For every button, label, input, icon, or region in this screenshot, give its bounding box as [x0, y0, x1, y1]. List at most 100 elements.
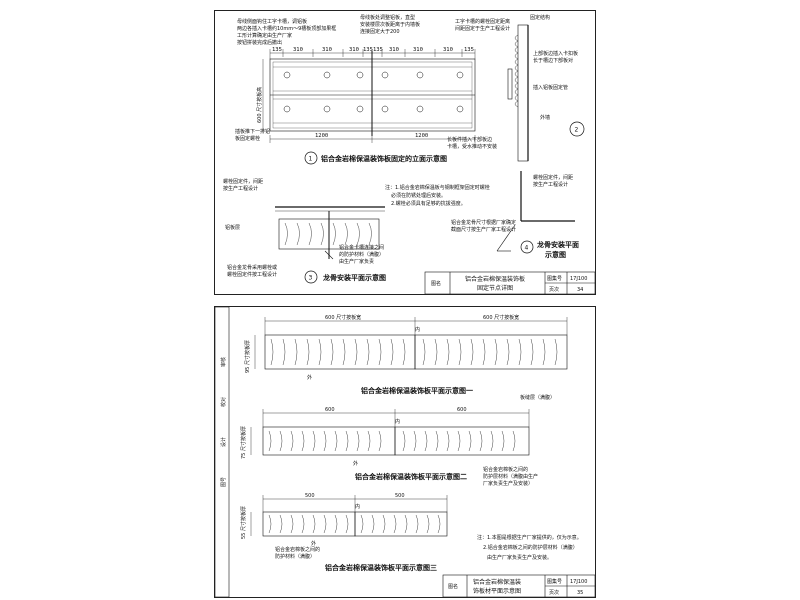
- sheet-35-note-1: 注：1.本图是根据生产厂家提供的，仅为示意。: [477, 534, 582, 541]
- elevation-drawing: [269, 51, 476, 136]
- note-d1: 固定结构: [530, 14, 550, 21]
- note-a4: 按钮拼装完成后撤出: [237, 39, 282, 46]
- annot-3-2: 防护材料（满腹）: [275, 553, 315, 560]
- plan-2-caption: 铝合金岩棉保温装饰板平面示意图二: [355, 472, 467, 481]
- dim-top-9: 310: [443, 47, 453, 53]
- note-j1: 螺栓固定件，间距: [533, 174, 573, 181]
- plan-1-label: 板缝层（满腹）: [520, 394, 555, 401]
- title-block-title2: 固定节点详图: [477, 284, 513, 292]
- dim-top-6: 135: [373, 47, 383, 53]
- side-label-design: 设计: [220, 437, 227, 447]
- note-a2: 两边各插入卡槽约10mm～9槽板顶部加果框: [237, 25, 336, 32]
- note-e1: 插板推下一排铝: [235, 128, 270, 135]
- note-j2: 按生产工程设计: [533, 181, 568, 188]
- note-a1: 母线侧面钩住工字卡槽，调铝板: [237, 18, 307, 25]
- plan-2-thickness: 75 尺寸按板厚: [240, 426, 247, 459]
- annot-2-2: 防护层材料（满腹由生产: [483, 473, 538, 480]
- dim-top-2: 310: [293, 47, 303, 53]
- caption-1-number: 1: [309, 156, 313, 163]
- atlas-number: 17J100: [570, 276, 587, 282]
- page-label: 页次: [549, 286, 559, 293]
- plan-1-inner: 内: [415, 326, 420, 333]
- note-g2: 按生产工程设计: [223, 185, 258, 192]
- panel-plan-1: [254, 317, 568, 370]
- dim-bottom-right: 1200: [415, 133, 428, 139]
- plan-1-outer: 外: [307, 374, 312, 381]
- note-k2: 截面尺寸按生产厂家工程设计: [451, 226, 516, 233]
- note-g3: 铝板层: [225, 224, 240, 231]
- side-label-review: 审核: [220, 357, 227, 367]
- note-h2: 的防护材料（满腹）: [339, 251, 384, 258]
- dim-bottom-left: 1200: [315, 133, 328, 139]
- caption-4b: 示意图: [544, 250, 566, 259]
- sheet-35-note-2: 2.铝合金岩棉板之间的防护层材料（满腹）: [483, 544, 578, 551]
- dim-top-8: 310: [413, 47, 423, 53]
- note-f1: 长板件插入下部板边: [447, 136, 492, 143]
- keel-plan-4-drawing: [496, 171, 575, 252]
- title-block-35-title2: 饰板材平面示意图: [473, 587, 521, 595]
- plan-2-width-2: 600: [457, 407, 467, 413]
- dim-vertical: 600 尺寸按板高: [256, 87, 263, 123]
- page-number-35: 35: [577, 590, 583, 596]
- caption-2-number: 2: [575, 127, 579, 134]
- note-d2: 上部板边插入卡扣板: [533, 50, 578, 57]
- note-c1: 工字卡槽的螺栓固定距离: [455, 18, 510, 25]
- dim-top-4: 310: [349, 47, 359, 53]
- plan-2-inner: 内: [395, 418, 400, 425]
- dim-top-7: 310: [389, 47, 399, 53]
- caption-4-number: 4: [525, 245, 529, 252]
- caption-3: 龙骨安装平面示意图: [322, 273, 386, 282]
- note-b2: 安装楼层次板距离于内墙板: [360, 21, 420, 28]
- elevation-bolts: [283, 71, 464, 113]
- note-f2: 卡槽，受水推动不安装: [447, 143, 497, 150]
- plan-3-width: 500: [305, 493, 315, 499]
- annot-2-3: 厂家负责生产及安装）: [483, 480, 533, 487]
- plan-3-width-2: 500: [395, 493, 405, 499]
- plan-1-thickness: 95 尺寸按板厚: [244, 340, 251, 373]
- note-h1: 铝合金卡槽连接之间: [339, 244, 384, 251]
- plan-3-inner: 内: [355, 503, 360, 510]
- annot-3-1: 铝合金岩棉板之间的: [275, 546, 320, 553]
- dim-top-10: 135: [464, 47, 474, 53]
- drawing-sheet-35: 审核 校对 设计 图号 600 尺寸按板宽 600 尺寸按板宽 内 外 95 尺…: [214, 306, 596, 598]
- note-g1: 螺栓固定件，间距: [223, 178, 263, 185]
- note-i1: 铝合金龙骨采用螺栓或: [227, 264, 277, 271]
- side-label-number: 图号: [221, 477, 227, 487]
- note-b1: 母线板处调整铝板，直型: [360, 14, 415, 21]
- sheet-34-drawing: 135 310 310 310 135 135 310 310 310 135 …: [223, 14, 595, 294]
- plan-3-caption: 铝合金岩棉保温装饰板平面示意图三: [325, 563, 437, 572]
- side-label-check: 校对: [220, 397, 227, 407]
- plan-2-width: 600: [325, 407, 335, 413]
- title-block-35-label: 图名: [448, 583, 458, 590]
- title-block-title1: 铝合金岩棉保温装饰板: [465, 275, 525, 283]
- note-k1: 铝合金龙骨尺寸根据厂家确定: [451, 219, 516, 226]
- caption-4a: 龙骨安装平面: [536, 240, 579, 249]
- note-d3: 长于槽边下部板对: [533, 57, 573, 64]
- notes-block-3: 2.螺栓必须具有足够的抗拔强度。: [391, 200, 466, 207]
- note-d4: 插入铝板固定管: [533, 84, 568, 91]
- atlas-number-label: 图集号: [547, 275, 562, 282]
- note-c2: 间距固定于生产工程设计: [455, 25, 510, 32]
- atlas-number-35: 17J100: [570, 579, 587, 585]
- note-b3: 连接固定大于200: [360, 28, 400, 35]
- sheet-35-note-3: 由生产厂家负责生产及安装。: [487, 554, 552, 561]
- title-block-34: [424, 271, 595, 294]
- dim-top-1: 135: [272, 47, 282, 53]
- sheet-35-drawing: 审核 校对 设计 图号 600 尺寸按板宽 600 尺寸按板宽 内 外 95 尺…: [215, 307, 595, 597]
- title-block-35: [442, 574, 595, 597]
- panel-plan-2: [250, 409, 530, 456]
- note-i2: 螺栓固定件按工程设计: [227, 271, 277, 278]
- notes-block-1: 注：1.铝合金岩棉保温板与钢制框架固定时螺栓: [385, 184, 490, 191]
- keel-plan-drawing: [275, 206, 385, 260]
- caption-3-number: 3: [309, 275, 313, 282]
- note-a3: 工形计算确定由生产厂家: [237, 32, 292, 39]
- page-label-35: 页次: [549, 589, 559, 596]
- title-block-label: 图名: [431, 280, 441, 287]
- atlas-number-35-label: 图集号: [547, 578, 562, 585]
- drawing-sheet-34: 135 310 310 310 135 135 310 310 310 135 …: [214, 10, 596, 295]
- plan-3-thickness: 55 尺寸按板厚: [240, 506, 247, 539]
- notes-block-2: 必须在防锈处理后安装。: [391, 192, 446, 199]
- plan-1-width-2: 600 尺寸按板宽: [483, 314, 519, 321]
- note-h3: 由生产厂家负责: [339, 258, 374, 265]
- caption-1: 铝合金岩棉保温装饰板固定的立面示意图: [321, 154, 447, 163]
